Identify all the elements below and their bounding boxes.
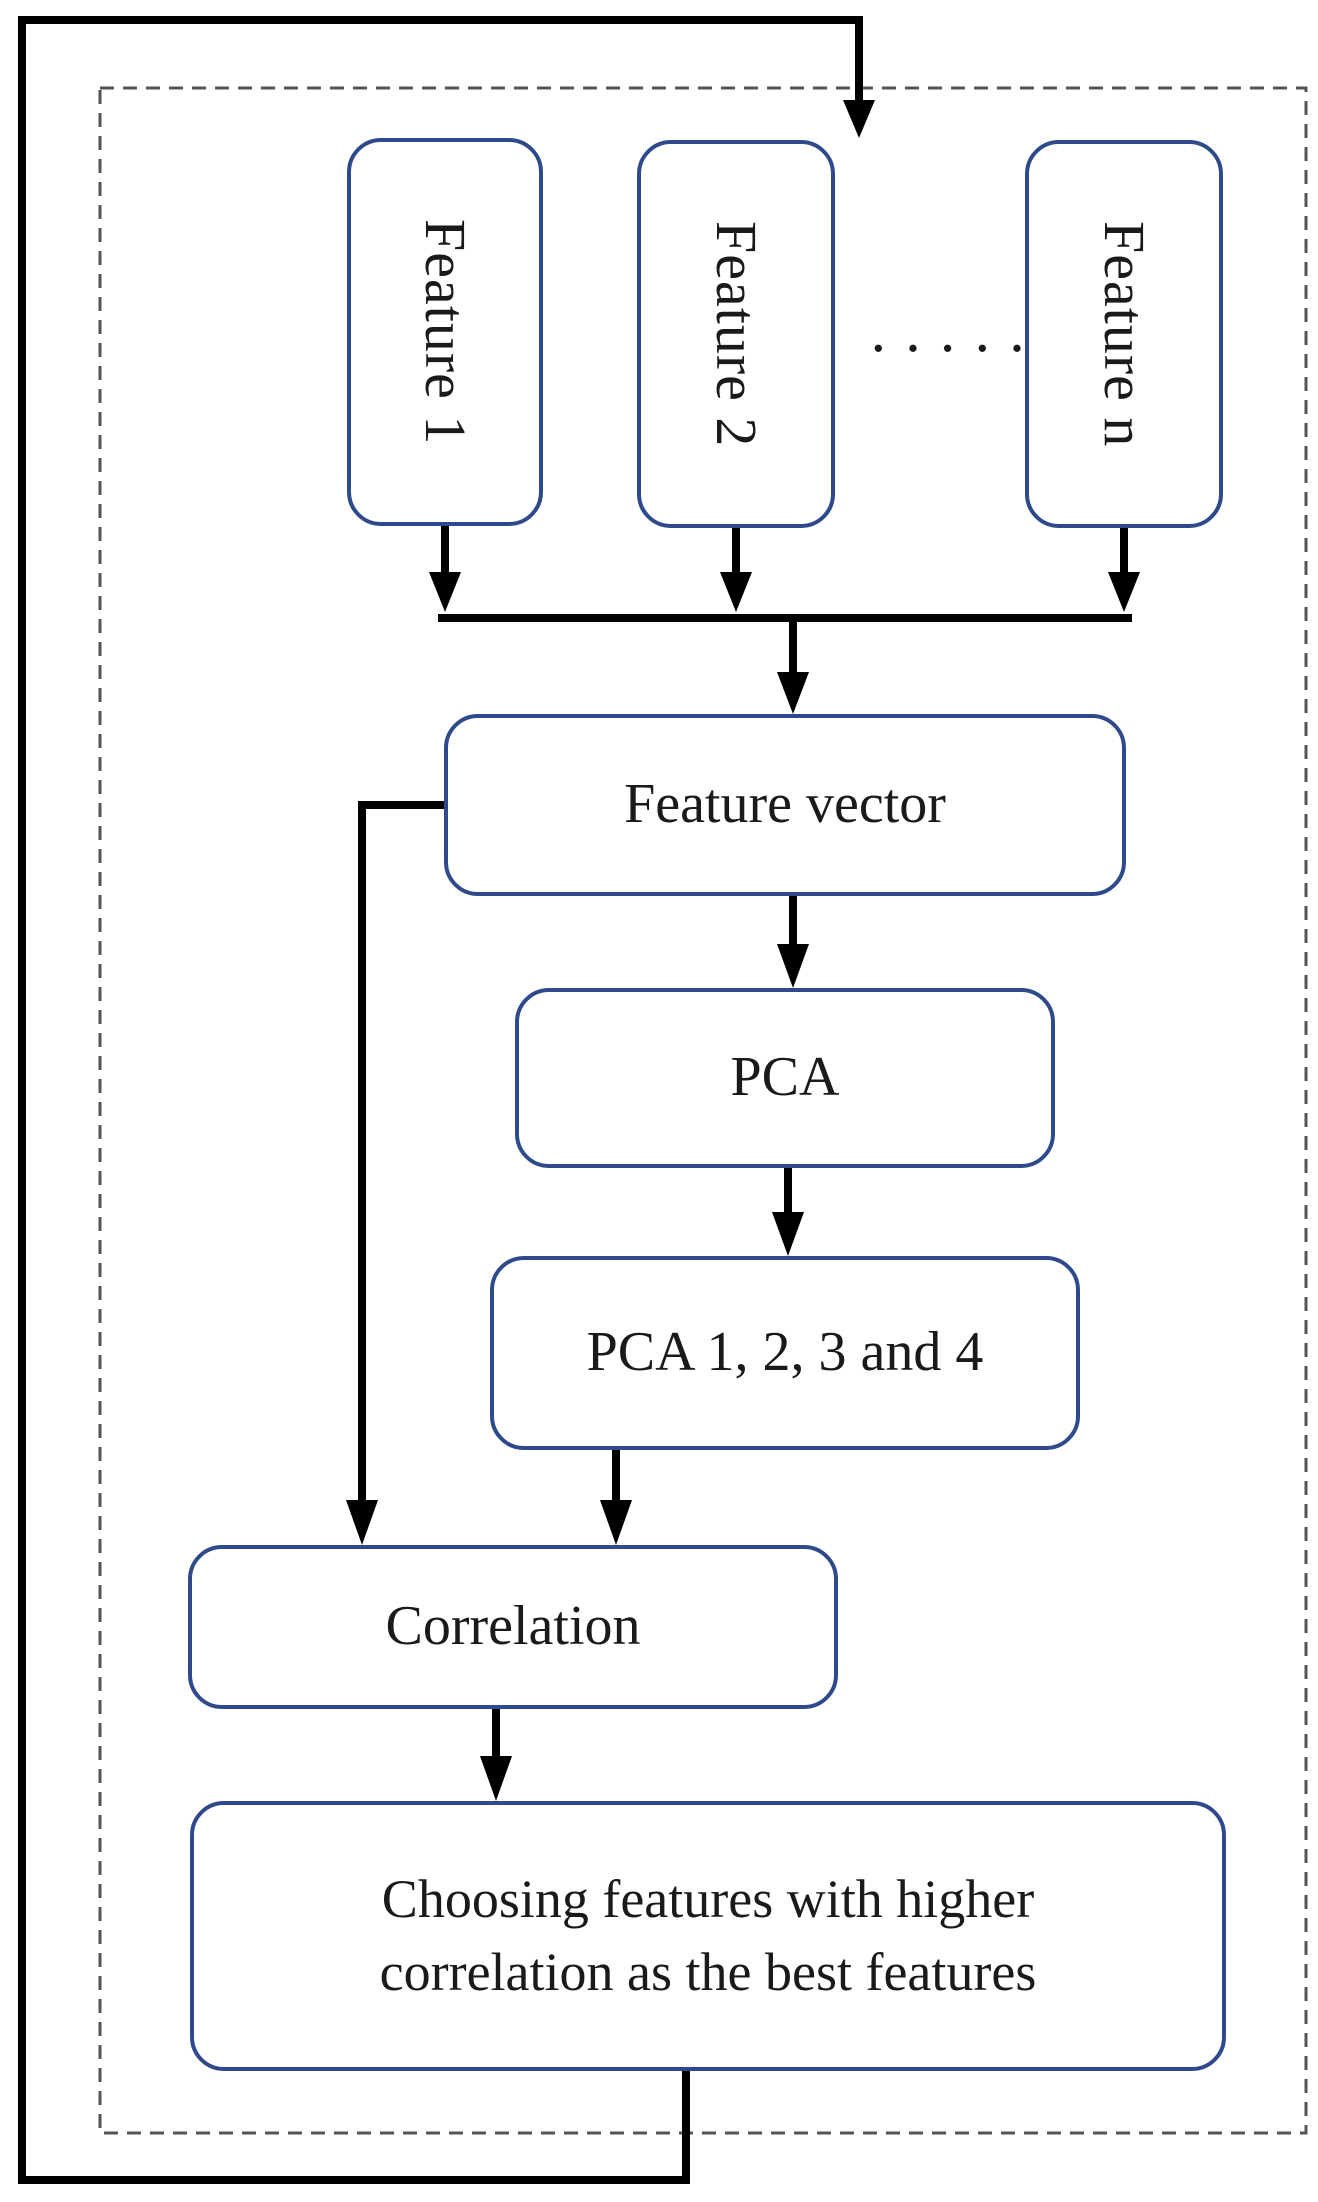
feature-vector-box: Feature vector (444, 714, 1126, 896)
feature-1-label: Feature 1 (413, 218, 479, 446)
correlation-label: Correlation (385, 1595, 641, 1658)
pca-components-label: PCA 1, 2, 3 and 4 (586, 1321, 984, 1384)
correlation-to-output-arrowhead (480, 1756, 512, 1801)
pca-to-components-arrowhead (772, 1212, 804, 1256)
components-to-correlation-arrowhead (600, 1500, 632, 1545)
feature-n-label: Feature n (1092, 220, 1158, 448)
pca-label: PCA (730, 1046, 840, 1109)
output-text: Choosing features with higher correlatio… (380, 1863, 1037, 2009)
feature2-arrowhead (720, 572, 752, 612)
featuren-arrowhead (1108, 572, 1140, 612)
output-box: Choosing features with higher correlatio… (190, 1801, 1226, 2071)
feature-2-box: Feature 2 (637, 140, 835, 528)
output-line-2: correlation as the best features (379, 1942, 1037, 2002)
feature1-arrowhead (429, 572, 461, 612)
dashed-frame (98, 86, 1308, 2135)
feature-n-box: Feature n (1025, 140, 1223, 528)
vector-to-correlation-line (358, 801, 444, 1505)
feature-vector-label: Feature vector (624, 773, 946, 836)
feedback-loop-line (18, 16, 863, 2184)
pca-components-box: PCA 1, 2, 3 and 4 (490, 1256, 1080, 1450)
feature-1-box: Feature 1 (347, 138, 543, 526)
feedback-loop-arrowhead (843, 100, 875, 138)
output-line-1: Choosing features with higher (381, 1869, 1035, 1930)
merge-to-vector-arrowhead (777, 672, 809, 714)
pca-box: PCA (515, 988, 1055, 1168)
correlation-box: Correlation (188, 1545, 838, 1709)
feature-2-label: Feature 2 (704, 220, 770, 448)
feature-ellipsis: ····· (868, 315, 1042, 383)
vector-to-correlation-arrowhead (346, 1500, 378, 1545)
vector-to-pca-arrowhead (777, 944, 809, 988)
